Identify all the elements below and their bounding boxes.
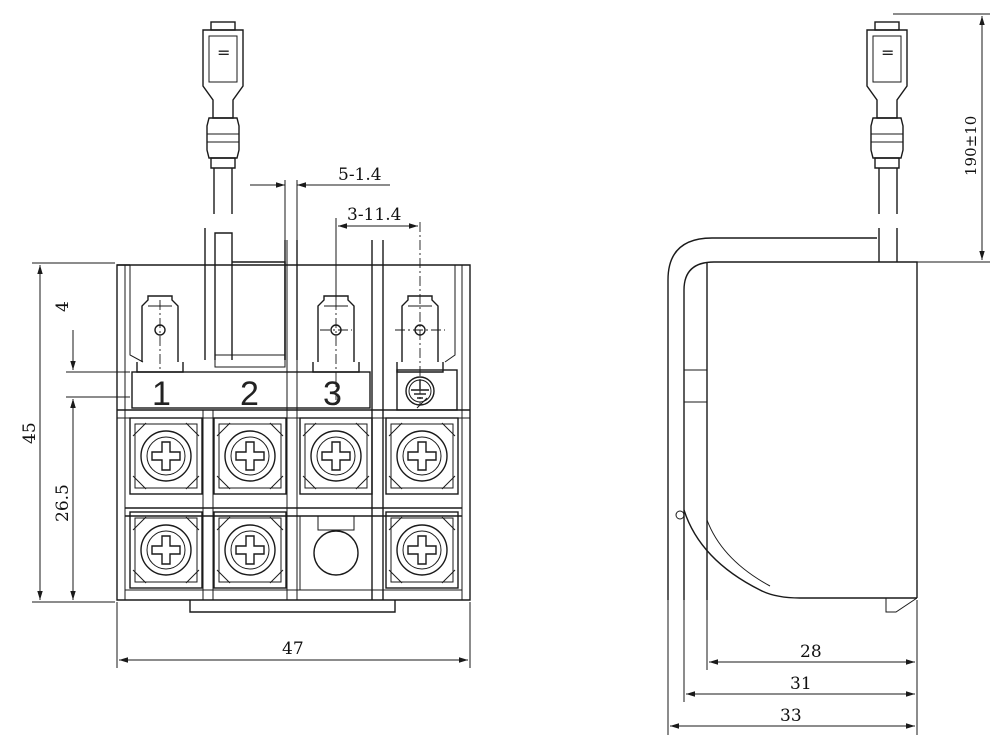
front-view: = [20,21,471,668]
dim-lead-length: 190±10 [893,13,990,263]
dim-thickness-label: 4 [53,301,73,312]
screw-row-lower [129,511,459,591]
terminal-label-3: 3 [323,375,342,413]
dim-thickness: 4 [53,301,130,440]
dim-height-total: 45 [20,262,115,603]
dim-width: 47 [116,602,471,668]
dim-width-label: 47 [282,639,304,659]
terminal-label-strip: 1 2 3 [131,369,458,413]
dim-hole-pitch-label: 3-11.4 [347,205,401,225]
side-connector: = [866,21,908,169]
dim-wire-pitch-label: 5-1.4 [338,165,382,185]
dim-height-lower: 26.5 [53,399,76,600]
dim-depth-outer-label: 33 [780,706,802,726]
dim-depth: 28 31 33 [667,600,918,735]
screw-row-upper [129,417,459,495]
dim-height-lower-label: 26.5 [53,484,73,522]
dim-lead-length-label: 190±10 [962,116,980,176]
front-connector: = [202,21,244,169]
front-connector-mark: = [217,43,230,62]
dim-depth-inner-label: 28 [800,642,822,662]
dim-hole-pitch: 3-11.4 [335,205,418,300]
terminal-label-2: 2 [240,375,259,413]
side-view: = 190±10 [667,13,990,735]
ground-icon [405,376,435,406]
terminal-label-1: 1 [152,375,171,413]
front-housing [116,228,471,613]
dim-wire-pitch: 5-1.4 [250,165,390,240]
dim-height-total-label: 45 [20,422,40,444]
dim-depth-mid-label: 31 [790,674,812,694]
side-housing [667,237,918,613]
side-connector-mark: = [881,43,894,62]
